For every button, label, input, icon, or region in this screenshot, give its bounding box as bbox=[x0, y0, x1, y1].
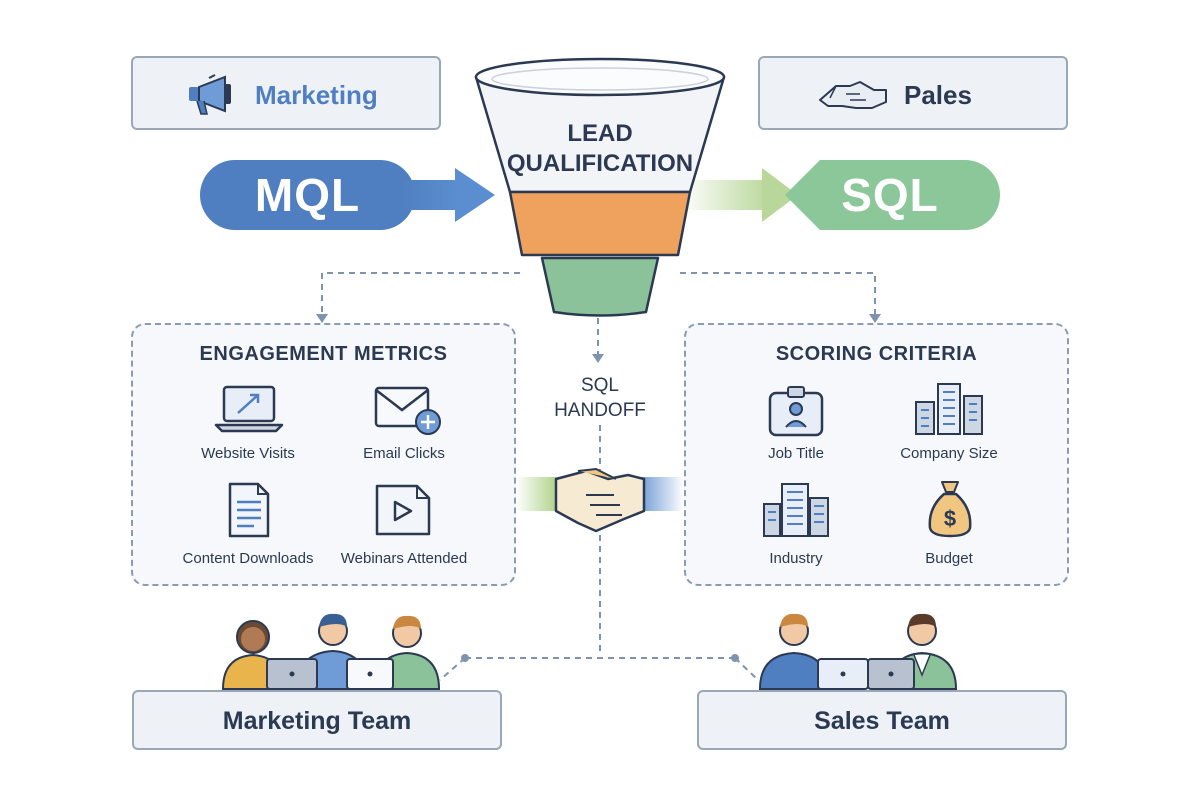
money-bag-icon: $ bbox=[928, 481, 972, 538]
factory-icon bbox=[763, 483, 829, 537]
connector-sales-team bbox=[734, 657, 759, 681]
document-icon bbox=[228, 482, 270, 538]
engagement-item-label: Website Visits bbox=[201, 445, 295, 462]
scoring-item-label: Job Title bbox=[768, 445, 824, 462]
sales-team-illustration bbox=[758, 613, 958, 690]
envelope-icon bbox=[374, 386, 441, 435]
connector-to-scoring bbox=[680, 272, 876, 318]
engagement-item-label: Webinars Attended bbox=[340, 550, 468, 567]
handshake-outline-icon bbox=[819, 81, 887, 109]
megaphone-icon bbox=[189, 74, 231, 115]
marketing-label: Marketing bbox=[255, 80, 378, 110]
sales-label: Pales bbox=[904, 80, 972, 110]
engagement-item-label: Content Downloads bbox=[182, 550, 314, 567]
video-icon bbox=[375, 484, 431, 536]
lead-qualification-funnel bbox=[474, 57, 726, 317]
handoff-label-line2: HANDOFF bbox=[554, 400, 646, 421]
sales-team-box: Sales Team bbox=[697, 690, 1067, 750]
mql-arrow-shape bbox=[200, 160, 495, 230]
engagement-metrics-panel bbox=[131, 323, 516, 586]
funnel-title-line2: QUALIFICATION bbox=[506, 150, 694, 177]
marketing-team-label: Marketing Team bbox=[222, 707, 412, 735]
connector-marketing-team bbox=[439, 657, 466, 681]
marketing-header-box: Marketing bbox=[131, 56, 441, 130]
sql-label: SQL bbox=[841, 169, 939, 221]
id-badge-icon bbox=[768, 386, 824, 437]
buildings-icon bbox=[915, 383, 983, 435]
funnel-title-line1: LEAD bbox=[567, 120, 633, 147]
scoring-item-label: Industry bbox=[769, 550, 823, 567]
engagement-title: ENGAGEMENT METRICS bbox=[199, 343, 448, 365]
marketing-team-illustration bbox=[221, 613, 441, 690]
mql-label: MQL bbox=[254, 169, 361, 221]
svg-text:$: $ bbox=[944, 506, 956, 531]
sales-header-box: Pales bbox=[758, 56, 1068, 130]
marketing-team-box: Marketing Team bbox=[132, 690, 502, 750]
connector-to-engagement bbox=[321, 272, 520, 318]
sql-arrow-shape bbox=[680, 160, 1000, 230]
laptop-icon bbox=[214, 385, 284, 433]
scoring-item-label: Company Size bbox=[900, 445, 998, 462]
engagement-item-label: Email Clicks bbox=[363, 445, 445, 462]
handoff-label-line1: SQL bbox=[580, 375, 620, 396]
scoring-criteria-panel bbox=[684, 323, 1069, 586]
scoring-item-label: Budget bbox=[925, 550, 973, 567]
sales-team-label: Sales Team bbox=[814, 707, 950, 735]
handshake-icon bbox=[516, 467, 684, 533]
scoring-title: SCORING CRITERIA bbox=[775, 343, 978, 365]
